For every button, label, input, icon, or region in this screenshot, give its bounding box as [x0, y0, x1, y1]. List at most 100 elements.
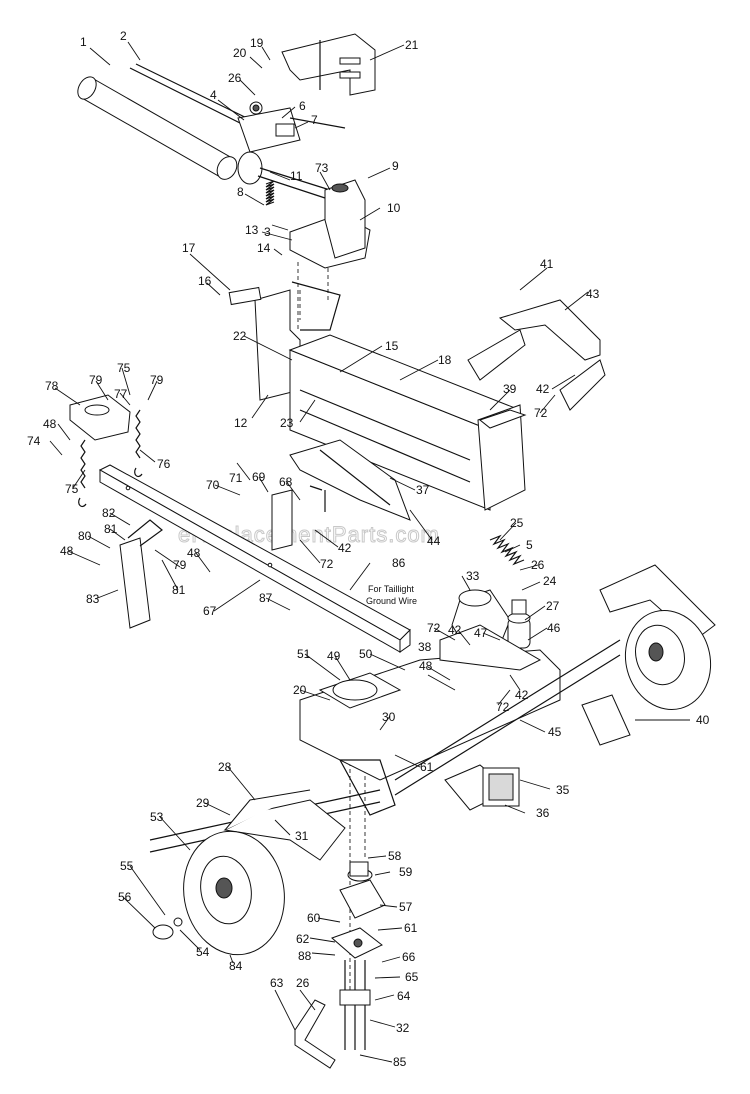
taillight-note-line2: Ground Wire — [366, 596, 417, 606]
callout-12: 12 — [234, 416, 248, 430]
callout-19: 19 — [250, 36, 264, 50]
callout-6: 6 — [299, 99, 306, 113]
wedge-assembly — [289, 179, 371, 330]
callout-29: 29 — [196, 796, 210, 810]
callout-83: 83 — [86, 592, 100, 606]
callout-43: 43 — [586, 287, 600, 301]
callout-72b: 72 — [320, 557, 334, 571]
hitch-coupler-78 — [69, 394, 131, 441]
callout-61b: 61 — [404, 921, 418, 935]
callout-76: 76 — [157, 457, 171, 471]
callout-40: 40 — [696, 713, 710, 727]
callout-38: 38 — [418, 640, 432, 654]
callout-77: 77 — [114, 387, 128, 401]
callout-2: 2 — [120, 29, 127, 43]
callout-63: 63 — [270, 976, 284, 990]
callout-3: 3 — [264, 225, 271, 239]
callout-66: 66 — [402, 950, 416, 964]
taillight-note-line1: For Taillight — [368, 584, 414, 594]
plate-88 — [331, 927, 383, 959]
callout-84: 84 — [229, 959, 243, 973]
callout-14: 14 — [257, 241, 271, 255]
callout-50: 50 — [359, 647, 373, 661]
beam-assembly — [228, 281, 527, 511]
callout-7: 7 — [311, 113, 318, 127]
callout-65: 65 — [405, 970, 419, 984]
callout-45: 45 — [548, 725, 562, 739]
callout-26c: 26 — [296, 976, 310, 990]
callout-42c: 42 — [448, 623, 462, 637]
callout-25: 25 — [510, 516, 524, 530]
callout-23: 23 — [280, 416, 294, 430]
callout-8: 8 — [237, 185, 244, 199]
callout-53: 53 — [150, 810, 164, 824]
callout-72d: 72 — [496, 700, 510, 714]
callout-5: 5 — [526, 538, 533, 552]
callout-79c: 79 — [173, 558, 187, 572]
callout-35: 35 — [556, 783, 570, 797]
callout-68: 68 — [279, 475, 293, 489]
callout-81b: 81 — [172, 583, 186, 597]
callout-48c: 48 — [187, 546, 201, 560]
callout-71: 71 — [229, 471, 243, 485]
callout-20b: 20 — [293, 683, 307, 697]
callout-80: 80 — [78, 529, 92, 543]
callout-21: 21 — [405, 38, 419, 52]
left-wheel-84 — [183, 830, 285, 956]
callout-44: 44 — [427, 534, 441, 548]
callout-75a: 75 — [117, 361, 131, 375]
callout-42b: 42 — [338, 541, 352, 555]
callout-32: 32 — [396, 1021, 410, 1035]
callout-24: 24 — [543, 574, 557, 588]
cylinder-mount-bracket — [281, 33, 376, 96]
callout-74: 74 — [27, 434, 41, 448]
spring-8 — [265, 180, 275, 206]
callout-81a: 81 — [104, 522, 118, 536]
safety-chains — [78, 409, 143, 508]
callout-26a: 26 — [228, 71, 242, 85]
callout-85: 85 — [393, 1055, 407, 1069]
callout-67: 67 — [203, 604, 217, 618]
callout-39: 39 — [503, 382, 517, 396]
callout-33: 33 — [466, 569, 480, 583]
callout-37: 37 — [416, 483, 430, 497]
callout-17: 17 — [182, 241, 196, 255]
callout-86: 86 — [392, 556, 406, 570]
callout-numbers: 1 2 19 20 21 26 4 6 7 11 73 9 8 10 3 13 … — [27, 29, 710, 1069]
callout-72c: 72 — [427, 621, 441, 635]
tongue-tube — [98, 464, 411, 653]
callout-56: 56 — [118, 890, 132, 904]
callout-31: 31 — [295, 829, 309, 843]
foot-plate-57 — [339, 861, 386, 919]
callout-30: 30 — [382, 710, 396, 724]
callout-48b: 48 — [60, 544, 74, 558]
callout-4: 4 — [210, 88, 217, 102]
callout-87: 87 — [259, 591, 273, 605]
pin-68 — [309, 485, 326, 512]
beam-cradle-37 — [289, 439, 411, 521]
callout-79a: 79 — [89, 373, 103, 387]
callout-78: 78 — [45, 379, 59, 393]
callout-41: 41 — [540, 257, 554, 271]
callout-60: 60 — [307, 911, 321, 925]
handle-63 — [294, 999, 336, 1069]
callout-48a: 48 — [43, 417, 57, 431]
callout-47: 47 — [474, 626, 488, 640]
callout-75b: 75 — [65, 482, 79, 496]
beam-support-bracket-43 — [467, 299, 606, 411]
callout-10: 10 — [387, 201, 401, 215]
callout-1: 1 — [80, 35, 87, 49]
callout-48-frame: 48 — [419, 659, 433, 673]
callout-15: 15 — [385, 339, 399, 353]
jack-stand-83 — [119, 519, 163, 629]
hose-25 — [489, 534, 525, 566]
callout-62: 62 — [296, 932, 310, 946]
callout-42d: 42 — [515, 688, 529, 702]
callout-26b: 26 — [531, 558, 545, 572]
taillight-note: For Taillight Ground Wire — [366, 584, 417, 606]
callout-20a: 20 — [233, 46, 247, 60]
main-frame-45 — [299, 624, 621, 816]
hub-cap-56 — [152, 917, 183, 940]
callout-69: 69 — [252, 470, 266, 484]
